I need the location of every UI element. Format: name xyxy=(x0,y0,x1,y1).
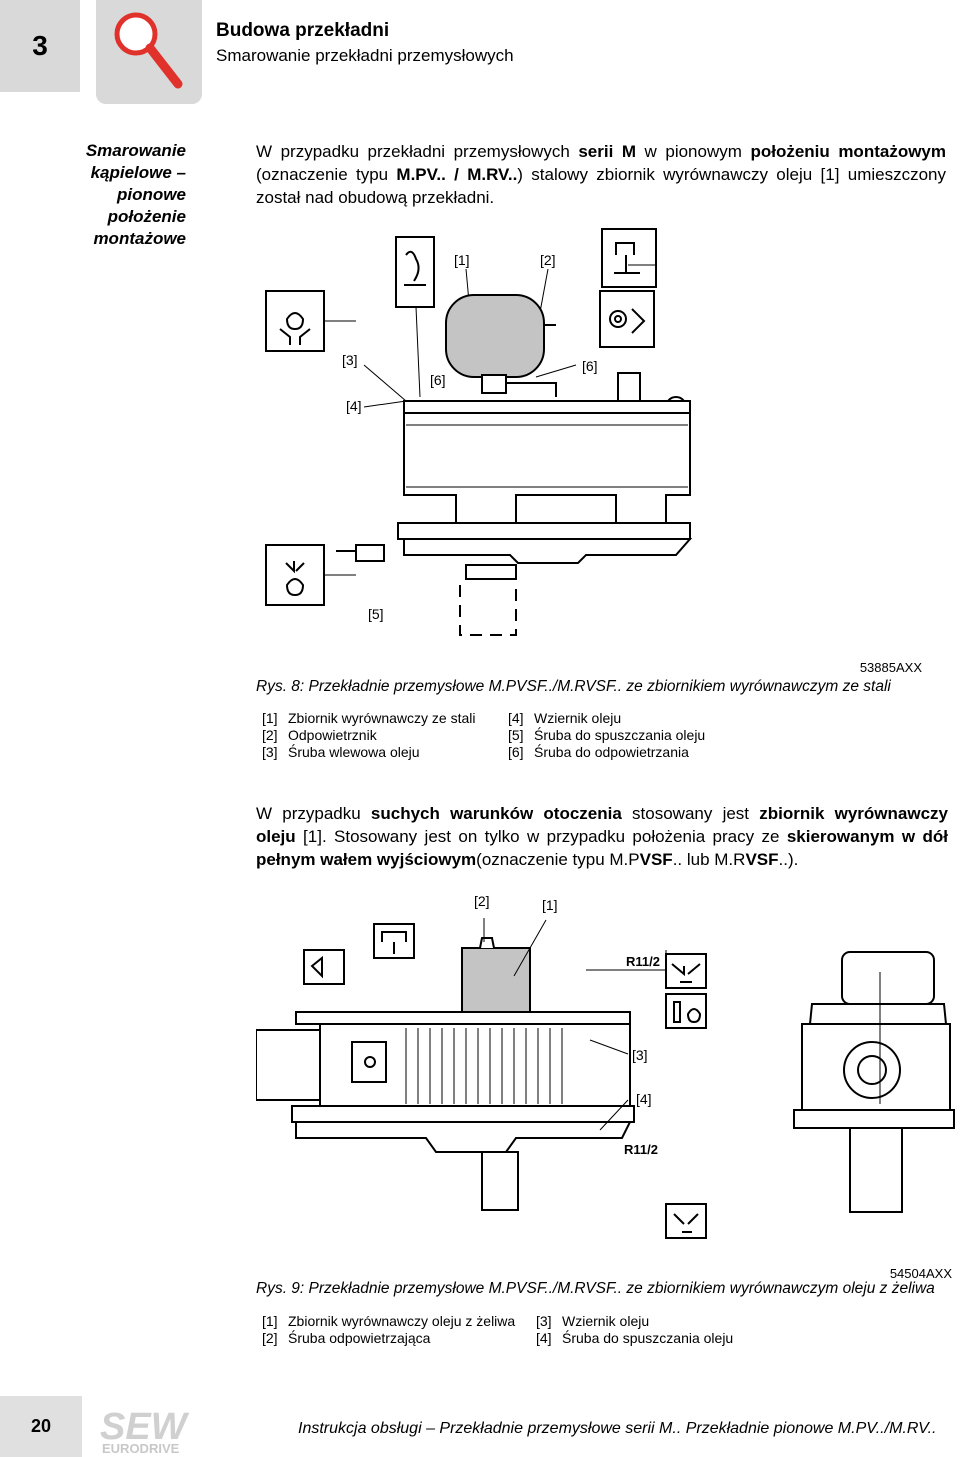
section-heading-line: pionowe xyxy=(117,185,186,204)
callout-label: [2] xyxy=(540,252,556,268)
callout-label: [3] xyxy=(342,352,358,368)
figure-1-caption: Rys. 8: Przekładnie przemysłowe M.PVSF..… xyxy=(256,678,891,695)
sew-eurodrive-logo: SEW EURODRIVE xyxy=(100,1406,190,1455)
section-icon-box xyxy=(96,0,202,104)
figure-2-legend-left: [1]Zbiornik wyrównawczy oleju z żeliwa [… xyxy=(262,1313,534,1347)
chapter-number: 3 xyxy=(32,30,48,61)
dry-conditions-paragraph: W przypadku suchych warunków otoczenia s… xyxy=(256,804,948,869)
legend-item: [2]Śruba odpowietrzająca xyxy=(262,1330,431,1346)
callout-label: [3] xyxy=(632,1047,648,1063)
magnifier-icon xyxy=(114,12,183,89)
symbol-box-fill xyxy=(265,290,325,352)
figure-1-drawing: [1] [2] [3] [4] [6] [6] [5] xyxy=(265,228,693,636)
page-number: 20 xyxy=(30,1416,52,1436)
section-heading: Smarowanie kąpielowe – pionowe położenie… xyxy=(28,140,186,250)
legend-item: [1]Zbiornik wyrównawczy ze stali xyxy=(262,710,476,726)
section-heading-line: kąpielowe – xyxy=(90,163,186,182)
callout-label: [4] xyxy=(346,398,362,414)
figure-1-legend-left: [1]Zbiornik wyrównawczy ze stali [2]Odpo… xyxy=(262,710,502,761)
legend-item: [1]Zbiornik wyrównawczy oleju z żeliwa xyxy=(262,1313,516,1329)
symbol-box-gauge xyxy=(599,290,655,348)
figure-2-legend-right: [3]Wziernik oleju [4]Śruba do spuszczani… xyxy=(536,1313,776,1347)
callout-label: R11/2 xyxy=(624,1142,658,1157)
section-heading-line: montażowe xyxy=(93,229,186,248)
legend-item: [6]Śruba do odpowietrzania xyxy=(508,744,689,760)
intro-paragraph: W przypadku przekładni przemysłowych ser… xyxy=(256,142,946,207)
figure-2-drawing: [2] [1] R11/2 [3] [4] R11/2 xyxy=(256,893,955,1239)
logo-subtext: EURODRIVE xyxy=(102,1441,180,1455)
logo-text: SEW xyxy=(100,1406,190,1448)
callout-label: [1] xyxy=(542,897,558,913)
chapter-tab xyxy=(0,0,80,92)
callout-label: [6] xyxy=(430,372,446,388)
callout-label: [6] xyxy=(582,358,598,374)
callout-label: [1] xyxy=(454,252,470,268)
callout-label: R11/2 xyxy=(626,954,660,969)
page-title: Budowa przekładni xyxy=(216,20,390,41)
footer-document-title: Instrukcja obsługi – Przekładnie przemys… xyxy=(298,1420,937,1437)
symbol-box-breather xyxy=(601,228,657,288)
figure-2-caption: Rys. 9: Przekładnie przemysłowe M.PVSF..… xyxy=(256,1280,935,1297)
cast-expansion-tank xyxy=(461,947,531,1013)
symbol-box-vent xyxy=(395,236,435,308)
legend-item: [4]Śruba do spuszczania oleju xyxy=(536,1330,734,1346)
legend-item: [4]Wziernik oleju xyxy=(508,710,622,726)
section-heading-line: położenie xyxy=(107,207,186,226)
figure-2-code: 54504AXX xyxy=(889,1266,952,1281)
section-heading-line: Smarowanie xyxy=(85,141,186,160)
figure-1-legend-right: [4]Wziernik oleju [5]Śruba do spuszczani… xyxy=(508,710,748,761)
callout-label: [4] xyxy=(636,1091,652,1107)
legend-item: [2]Odpowietrznik xyxy=(262,727,377,743)
expansion-tank xyxy=(445,294,545,378)
callout-label: [2] xyxy=(474,893,490,909)
legend-item: [3]Śruba wlewowa oleju xyxy=(262,744,420,760)
callout-label: [5] xyxy=(368,606,384,622)
legend-item: [3]Wziernik oleju xyxy=(536,1313,650,1329)
page-number-tab xyxy=(0,1396,82,1457)
legend-item: [5]Śruba do spuszczania oleju xyxy=(508,727,706,743)
figure-1-code: 53885AXX xyxy=(859,660,922,675)
page-subtitle: Smarowanie przekładni przemysłowych xyxy=(216,46,514,65)
